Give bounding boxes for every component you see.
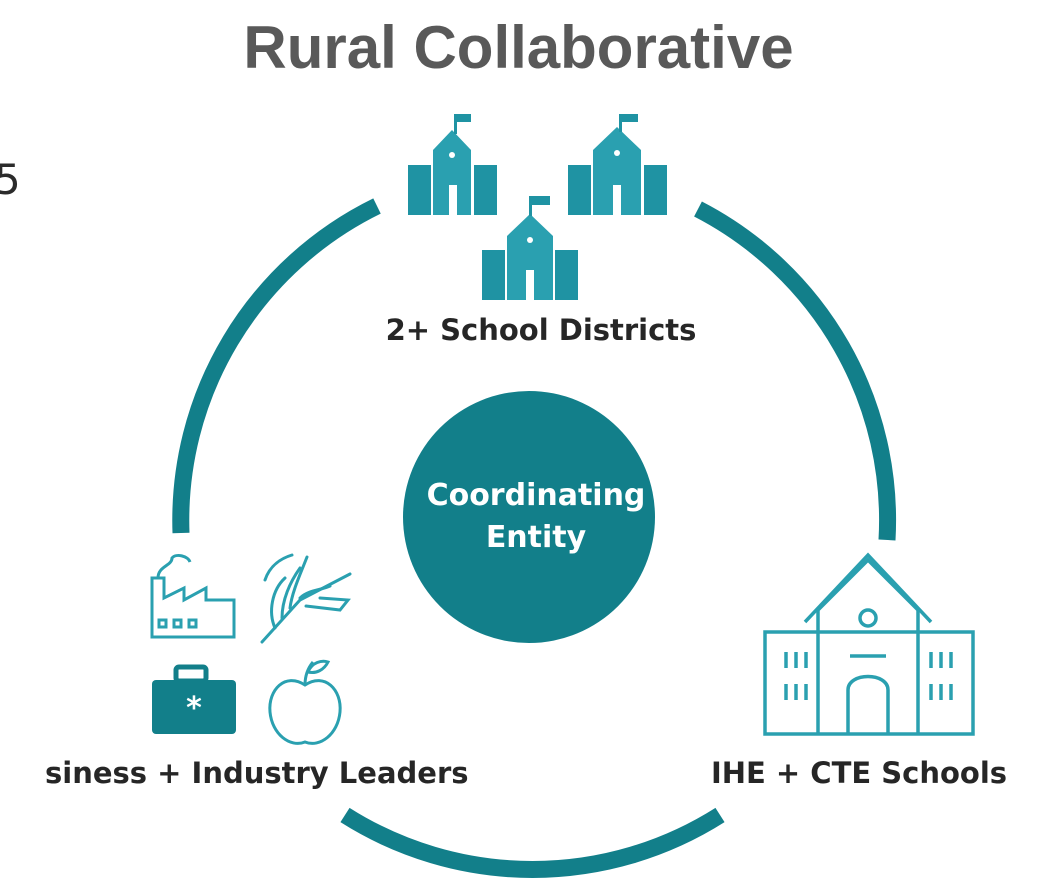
medical-kit-icon: * <box>152 664 236 734</box>
center-label-line1: Coordinating <box>427 478 646 513</box>
arc-left <box>172 198 381 534</box>
center-label-line2: Entity <box>486 520 587 555</box>
wheat-icon <box>260 553 352 644</box>
page-title: Rural Collaborative <box>243 14 794 81</box>
arc-bottom <box>340 807 725 878</box>
arc-right <box>694 201 897 541</box>
ihe-cte-label: IHE + CTE Schools <box>711 756 1007 790</box>
school-building-icon <box>408 114 497 215</box>
svg-text:*: * <box>186 691 202 726</box>
factory-icon <box>150 553 236 639</box>
coordinating-entity: Coordinating Entity <box>403 391 655 643</box>
business-industry-icons: * <box>150 553 352 745</box>
college-building-icon <box>763 552 975 736</box>
school-building-icon <box>568 114 667 215</box>
school-building-icon <box>482 196 578 300</box>
cropped-text-fragment: 5 <box>0 155 21 204</box>
cycle-arcs <box>172 198 897 878</box>
apple-icon <box>268 659 342 745</box>
school-districts-label: 2+ School Districts <box>386 313 697 347</box>
school-districts-icons <box>408 114 667 300</box>
business-industry-label: siness + Industry Leaders <box>45 756 469 790</box>
center-circle <box>403 391 655 643</box>
